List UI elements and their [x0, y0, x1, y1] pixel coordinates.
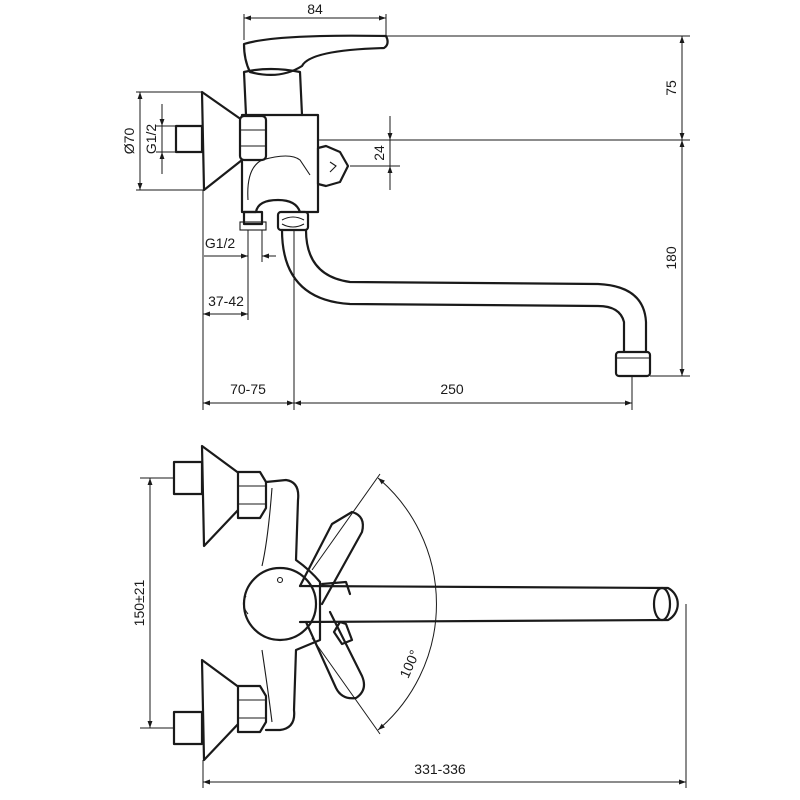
dim-label-diameter: Ø70	[121, 128, 137, 155]
mixer-body-top	[264, 478, 322, 732]
lever-handle-side	[242, 34, 389, 77]
hex-nut-side	[238, 114, 268, 162]
wall-flange-side	[200, 90, 244, 192]
dim-label-swivel-angle: 100°	[396, 647, 422, 680]
wall-flange-top-lower	[200, 658, 242, 762]
spout-swivel-hub	[242, 566, 318, 642]
diverter-knob-side	[316, 144, 350, 188]
aerator-side	[614, 350, 652, 378]
spout-rotated-lower	[304, 610, 366, 700]
dim-label-180: 180	[663, 246, 679, 270]
dim-label-75: 75	[663, 80, 679, 96]
hex-nut-top-upper	[236, 470, 268, 520]
spout-rotated-upper	[298, 510, 364, 606]
dim-label-250: 250	[440, 381, 464, 397]
dim-label-total-width: 331-336	[414, 761, 466, 777]
spout-side	[280, 228, 626, 354]
inlet-stub-top-upper	[172, 460, 204, 496]
wall-flange-top-upper	[200, 444, 242, 548]
dim-label-bottom-thread: G1/2	[205, 235, 236, 251]
dim-label-24: 24	[371, 145, 387, 161]
dim-label-inlet-thread: G1/2	[143, 124, 159, 155]
side-view: 84 75 180 24 Ø70 G1/2 G1/2 37-42 70-75 2…	[121, 1, 690, 410]
top-view: 100° 150±21 331-336	[131, 444, 687, 788]
hex-nut-top-lower	[236, 684, 268, 734]
spout-outlet-top	[652, 586, 672, 622]
diverter-tab-top	[320, 580, 352, 596]
dim-label-70-75: 70-75	[230, 381, 266, 397]
inlet-stub-top-lower	[172, 710, 204, 746]
dim-label-37-42: 37-42	[208, 293, 244, 309]
cartridge-housing-side	[242, 67, 304, 117]
inlet-stub-side	[174, 124, 204, 154]
spout-arm-top	[298, 584, 679, 624]
dim-label-inlet-spacing: 150±21	[131, 579, 147, 626]
bottom-outlet-side	[242, 210, 264, 226]
swivel-angle-arc	[377, 477, 437, 731]
dim-label-84: 84	[307, 1, 323, 17]
